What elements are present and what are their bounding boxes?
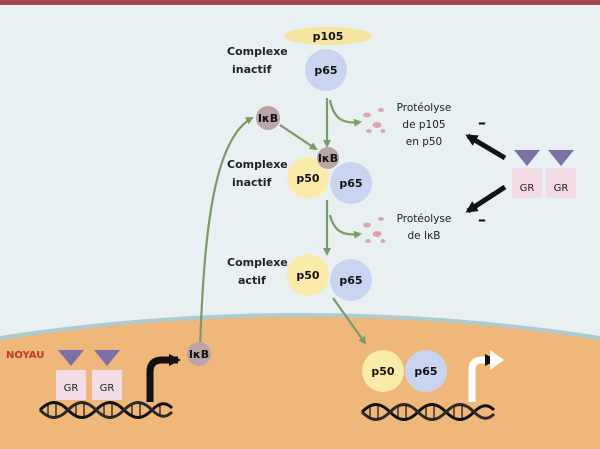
inhibition-sign-1: – xyxy=(478,113,486,132)
p50-label-nucleus: p50 xyxy=(371,365,395,378)
gr-label-2: GR xyxy=(554,183,569,194)
complex3-label-line1: Complexe xyxy=(227,256,288,269)
nuclear-membrane xyxy=(0,313,600,340)
p65-protein-1 xyxy=(305,49,347,91)
branch-ikb-proteolysis xyxy=(328,214,362,239)
p105-fragments xyxy=(363,108,386,133)
proteolysis-ikb-line2: de IκB xyxy=(408,230,441,242)
ikb-protein-nucleus xyxy=(187,342,211,366)
proteolysis-ikb-line1: Protéolyse xyxy=(397,213,452,225)
proteolysis-p105-line3: en p50 xyxy=(406,136,442,148)
complex2-label-line2: inactif xyxy=(232,176,272,189)
p105-label: p105 xyxy=(313,30,344,43)
nucleus xyxy=(0,315,600,449)
dna-helix-1 xyxy=(38,401,174,419)
p50-protein-nucleus xyxy=(362,350,404,392)
gr-label-1: GR xyxy=(520,183,535,194)
p50-label-2: p50 xyxy=(296,172,320,185)
noyau-label: NOYAU xyxy=(6,350,44,361)
p65-protein-nucleus xyxy=(405,350,447,392)
gr-box-4 xyxy=(92,370,122,400)
ikb-label-cytoplasm: IκB xyxy=(258,112,278,125)
gr-label-4: GR xyxy=(100,383,115,394)
gr-dimer-cytoplasm: GR GR xyxy=(512,150,576,198)
dna-helix-2 xyxy=(360,403,496,421)
arrow-to-nucleus xyxy=(332,297,367,345)
gr-label-3: GR xyxy=(64,383,79,394)
p65-label-nucleus: p65 xyxy=(414,365,437,378)
arrow-ikb-export xyxy=(198,117,254,348)
gr-inhibition-arrows xyxy=(465,133,507,214)
gr-arrow-to-p105 xyxy=(465,133,507,161)
white-arrow-head xyxy=(490,350,504,370)
p50-protein-2 xyxy=(287,157,329,199)
p65-label-2: p65 xyxy=(339,177,362,190)
p50-protein-3 xyxy=(287,254,329,296)
p65-protein-2 xyxy=(330,162,372,204)
pathway-arrows xyxy=(198,98,367,348)
complex1-label-line2: inactif xyxy=(232,63,272,76)
complex2-label-line1: Complexe xyxy=(227,158,288,171)
gr-box-1 xyxy=(512,168,542,198)
transcription-arrow-black xyxy=(146,354,181,402)
complex1-label-line1: Complexe xyxy=(227,45,288,58)
ikb-protein-cytoplasm xyxy=(256,106,280,130)
gr-triangle-2 xyxy=(548,150,574,166)
gr-arrow-to-ikb xyxy=(465,184,507,214)
gr-dimer-nucleus: GR GR xyxy=(56,350,122,400)
proteolysis-p105-line2: de p105 xyxy=(402,119,445,131)
gr-box-2 xyxy=(546,168,576,198)
arrow-ikb-to-complex xyxy=(279,124,318,151)
ikb-fragments xyxy=(363,217,386,243)
ikb-label-complex: IκB xyxy=(318,152,338,165)
gr-triangle-4 xyxy=(94,350,120,366)
inhibition-sign-2: – xyxy=(478,210,486,229)
p105-protein xyxy=(284,27,372,45)
top-bar xyxy=(0,0,600,5)
p65-label-3: p65 xyxy=(339,274,362,287)
ikb-label-nucleus: IκB xyxy=(189,348,209,361)
p65-label-1: p65 xyxy=(314,64,337,77)
complex3-label-line2: actif xyxy=(238,274,266,287)
branch-p105-proteolysis xyxy=(328,99,362,127)
p50-label-3: p50 xyxy=(296,269,320,282)
proteolysis-p105-line1: Protéolyse xyxy=(397,102,452,114)
gr-box-3 xyxy=(56,370,86,400)
gr-triangle-3 xyxy=(58,350,84,366)
gr-triangle-1 xyxy=(514,150,540,166)
transcription-arrow-white xyxy=(468,354,497,402)
p65-protein-3 xyxy=(330,259,372,301)
ikb-protein-complex xyxy=(317,147,339,169)
